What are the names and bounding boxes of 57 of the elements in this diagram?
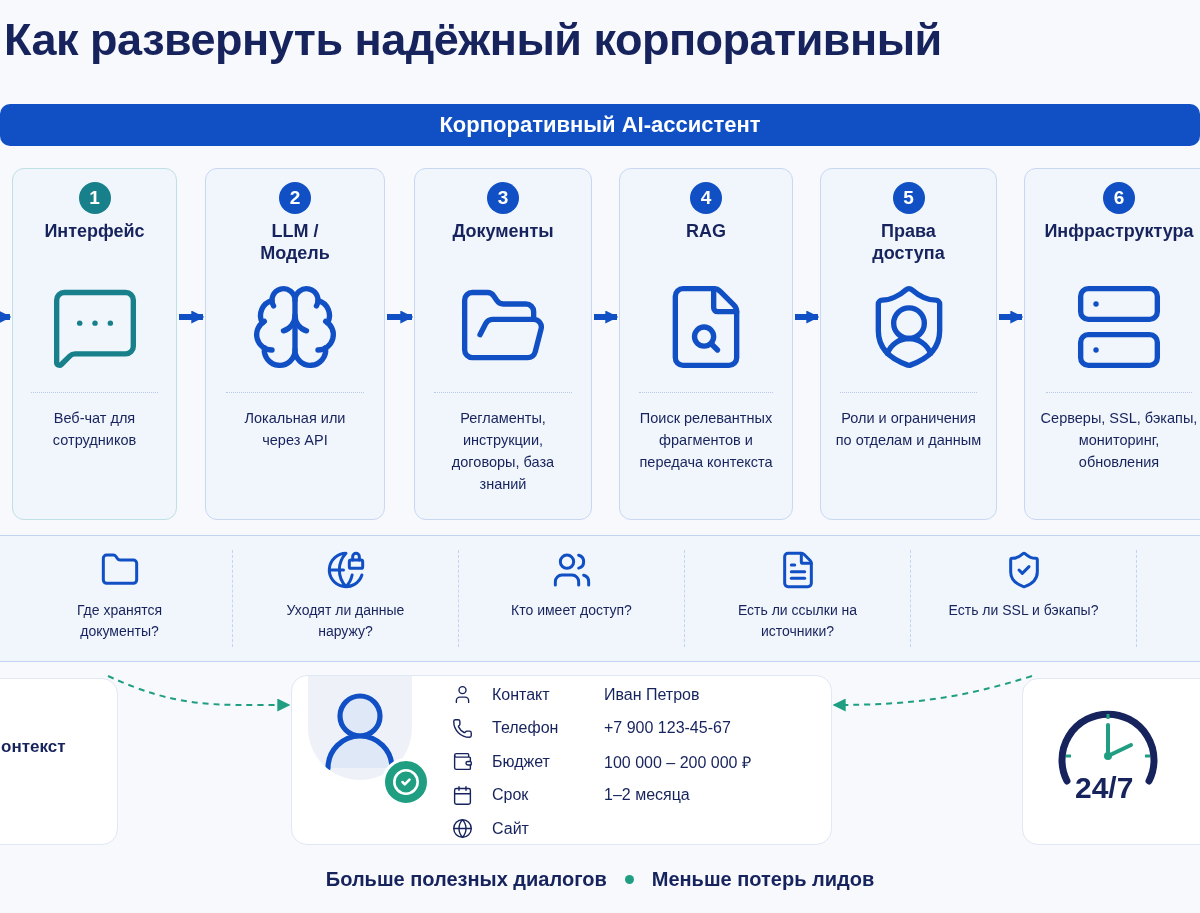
step-card xyxy=(12,168,177,520)
field-label: Сайт xyxy=(492,819,530,838)
arrow xyxy=(832,675,1033,712)
step-card xyxy=(1024,168,1200,520)
arrow xyxy=(179,310,205,324)
step-description: Регламенты, инструкции, договоры, база знаний xyxy=(450,409,556,494)
step-number: 3 xyxy=(487,182,519,214)
arrow xyxy=(999,310,1024,324)
info-card xyxy=(0,678,118,845)
step-number: 1 xyxy=(78,182,111,214)
field-value: +7 900 123-45-67 xyxy=(604,719,732,738)
question-text: Где хранятся документы? xyxy=(75,601,164,641)
step-card xyxy=(820,168,997,520)
step-heading: Документы xyxy=(452,220,554,243)
footer-text: Больше полезных диалогов xyxy=(325,868,607,891)
footer-text: Меньше потерь лидов xyxy=(651,868,875,891)
card-text: онтекст xyxy=(1,737,66,757)
step-heading: Интерфейс xyxy=(44,220,145,243)
banner-text: Корпоративный AI-ассистент xyxy=(439,112,761,138)
arrow xyxy=(795,310,820,324)
step-heading: Права доступа xyxy=(871,220,946,265)
step-heading: LLM / Модель xyxy=(259,220,331,265)
step-heading: Инфраструктура xyxy=(1044,220,1194,243)
field-value: 1–2 месяца xyxy=(604,786,691,805)
clock-label: 24/7 xyxy=(1075,771,1134,805)
step-description: Поиск релевантных фрагментов и передача контекста xyxy=(638,409,774,472)
arrow xyxy=(107,675,291,712)
arrow xyxy=(0,310,12,324)
page-title: Как развернуть надёжный корпоративный xyxy=(4,14,942,66)
step-number: 5 xyxy=(892,182,925,214)
field-value: 100 000 – 200 000 ₽ xyxy=(604,752,751,773)
questions-panel xyxy=(0,535,1200,662)
field-value: Иван Петров xyxy=(604,685,701,704)
question-text: Уходят ли данные наружу? xyxy=(285,601,406,641)
field-label: Срок xyxy=(492,786,530,805)
step-heading: RAG xyxy=(686,220,726,243)
field-label: Телефон xyxy=(492,719,560,738)
question-text: Кто имеет доступ? xyxy=(511,601,632,620)
arrow xyxy=(387,310,414,324)
field-label: Контакт xyxy=(492,685,551,704)
contact-card xyxy=(291,675,832,845)
step-number: 2 xyxy=(279,182,311,214)
step-card xyxy=(205,168,385,520)
step-description: Веб-чат для сотрудников xyxy=(51,409,138,450)
step-number: 4 xyxy=(690,182,722,214)
step-description: Серверы, SSL, бэкапы, мониторинг, обновления xyxy=(1039,409,1199,472)
info-card xyxy=(1022,678,1200,845)
step-card xyxy=(619,168,793,520)
arrow xyxy=(594,310,619,324)
step-description: Локальная или через API xyxy=(243,409,347,450)
question-text: Есть ли SSL и бэкапы? xyxy=(948,601,1099,620)
title-banner xyxy=(0,104,1200,146)
field-label: Бюджет xyxy=(492,752,551,771)
step-card xyxy=(414,168,592,520)
question-text: Есть ли ссылки на источники? xyxy=(736,601,859,641)
step-number: 6 xyxy=(1103,182,1135,214)
step-description: Роли и ограничения по отделам и данным xyxy=(834,409,983,450)
